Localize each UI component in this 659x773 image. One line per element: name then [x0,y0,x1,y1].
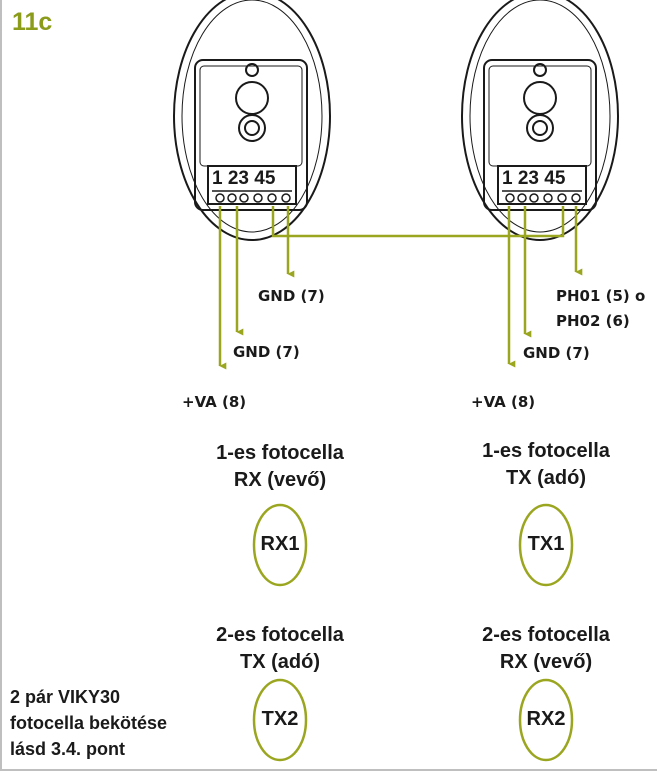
photocell-1-rx-line1: 1-es fotocella [216,442,344,464]
oval-rx2 [518,678,574,762]
badge-tx2: TX2 [261,708,299,730]
wiring-note: 2 pár VIKY30 fotocella bekötése lásd 3.4… [10,684,167,762]
left-gnd-top-label: GND (7) [258,287,325,305]
photocell-2-tx-line1: 2-es fotocella [216,624,344,646]
photocell-2-rx-line1: 2-es fotocella [482,624,610,646]
right-gnd-label: GND (7) [523,344,590,362]
right-terminal-numbers: 1 23 45 [502,168,566,189]
note-line1: 2 pár VIKY30 [10,687,121,707]
photocell-1-rx-line2: RX (vevő) [233,469,327,491]
badge-tx1: TX1 [527,533,565,555]
photocell-1-tx-line1: 1-es fotocella [482,440,610,462]
photocell-2-tx-line2: TX (adó) [240,651,320,673]
right-va-label: +VA (8) [471,393,536,411]
badge-rx2: RX2 [526,708,566,730]
photocell-ovals [252,503,574,762]
figure-number: 11c [12,8,53,36]
note-line3: lásd 3.4. pont [10,739,126,759]
wiring [218,206,583,370]
note-line2: fotocella bekötése [10,713,168,733]
left-photocell-device [173,0,331,241]
right-ph-label-line2: PH02 (6) [556,312,630,330]
right-photocell-device [461,0,619,241]
oval-tx2 [252,678,308,762]
badge-rx1: RX1 [260,533,300,555]
photocell-2-rx-line2: RX (vevő) [499,651,593,673]
photocell-1-rx-heading: 1-es fotocella RX (vevő) [170,440,390,494]
bridge-wire [271,206,565,238]
photocell-1-tx-heading: 1-es fotocella TX (adó) [436,438,656,492]
left-va-label: +VA (8) [182,393,247,411]
left-gnd-label: GND (7) [233,343,300,361]
left-terminal-numbers: 1 23 45 [212,168,276,189]
photocell-2-rx-heading: 2-es fotocella RX (vevő) [436,622,656,676]
right-ph-label-line1: PH01 (5) o [556,287,646,305]
oval-tx1 [518,503,574,587]
oval-rx1 [252,503,308,587]
photocell-2-tx-heading: 2-es fotocella TX (adó) [170,622,390,676]
photocell-1-tx-line2: TX (adó) [506,467,586,489]
